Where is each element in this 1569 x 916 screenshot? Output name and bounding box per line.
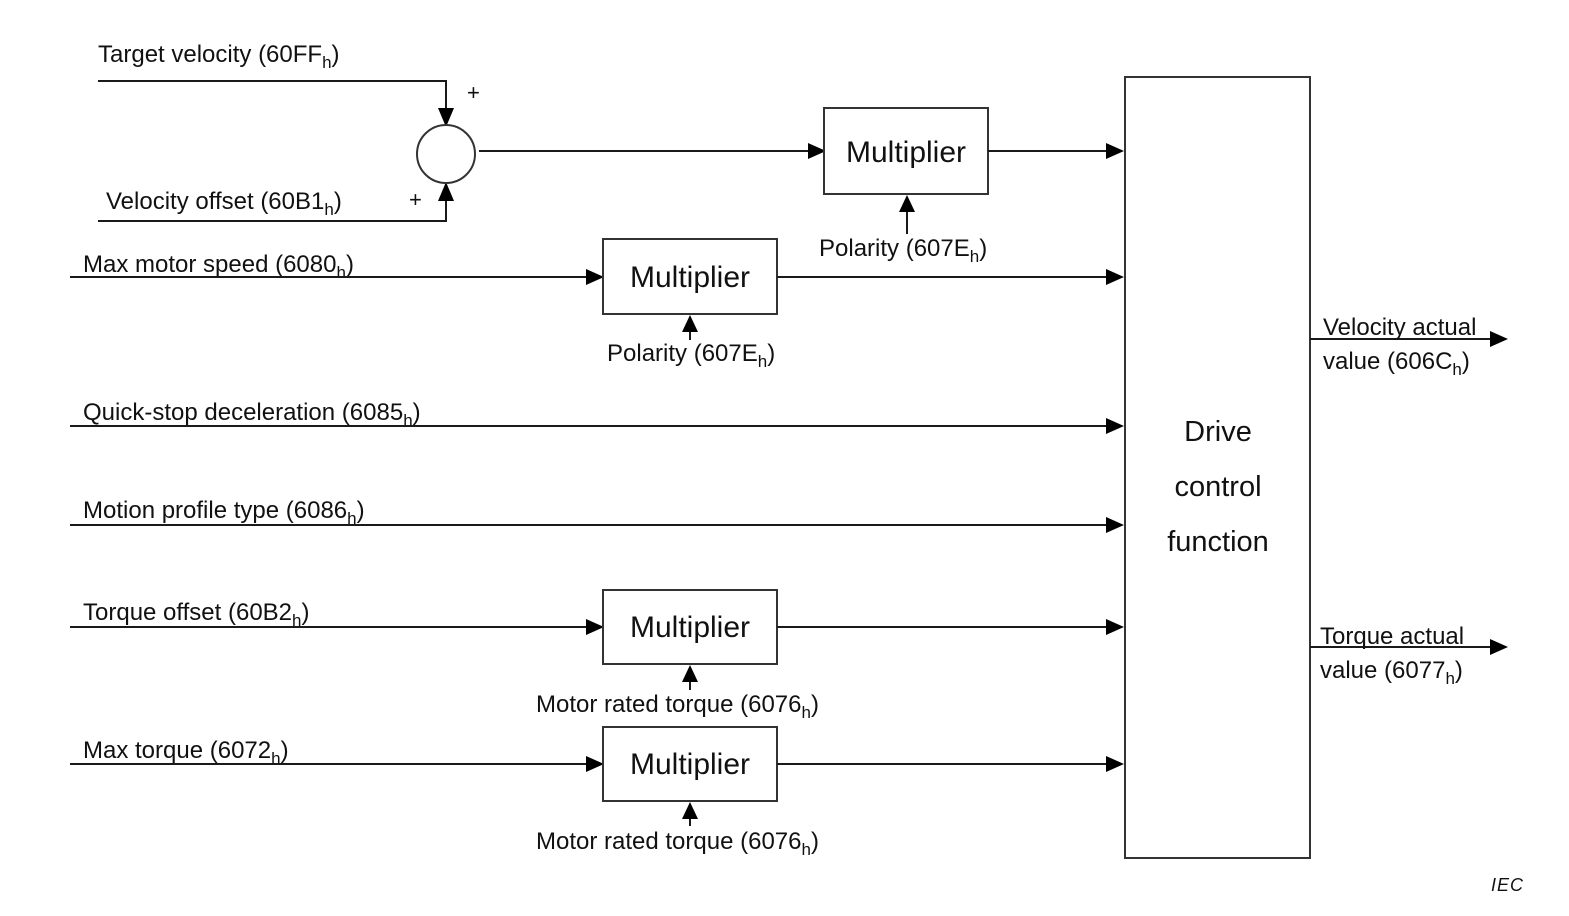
polarity-label: Polarity (607Eh) xyxy=(607,340,775,371)
plus-sign-top: + xyxy=(467,80,480,105)
arrow-head-icon xyxy=(586,756,604,772)
polarity-label: Polarity (607Eh) xyxy=(819,235,987,266)
arrow-head-icon xyxy=(586,619,604,635)
arrow-head-icon xyxy=(899,195,915,212)
motion-profile-type-label: Motion profile type (6086h) xyxy=(83,497,365,528)
arrow-head-icon xyxy=(682,315,698,332)
target-velocity-label: Target velocity (60FFh) xyxy=(98,41,340,72)
drive-control-box xyxy=(1124,76,1311,859)
quick-stop-deceleration-label: Quick-stop deceleration (6085h) xyxy=(83,399,421,430)
drive-control-function-block: Drive control function xyxy=(1124,76,1311,859)
motion-profile-type-signal: Motion profile type (6086h) xyxy=(70,497,1124,533)
arrow-head-icon xyxy=(808,143,826,159)
velocity-offset-line xyxy=(98,200,447,222)
arrow-head-icon xyxy=(1490,639,1508,655)
torque-actual-label-line1: Torque actual xyxy=(1320,623,1464,650)
multiplier-box xyxy=(823,107,989,195)
torque-actual-output: Torque actual value (6077h) xyxy=(1310,623,1508,688)
max-motor-speed-label: Max motor speed (6080h) xyxy=(83,251,354,282)
plus-sign-bottom: + xyxy=(409,187,422,212)
arrow-head-icon xyxy=(438,108,454,127)
arrow-head-icon xyxy=(682,802,698,819)
multiplier-box xyxy=(602,238,778,315)
quick-stop-deceleration-signal: Quick-stop deceleration (6085h) xyxy=(70,399,1124,434)
arrow-head-icon xyxy=(1106,517,1124,533)
target-velocity-line xyxy=(98,80,447,110)
arrow-head-icon xyxy=(586,269,604,285)
max-torque-signal: Max torque (6072h) Multiplier Motor rate… xyxy=(70,726,1124,859)
max-torque-label: Max torque (6072h) xyxy=(83,737,289,768)
arrow-head-icon xyxy=(1106,269,1124,285)
drive-control-line3: function xyxy=(1167,526,1269,558)
iec-footer-label: IEC xyxy=(1491,875,1524,895)
velocity-offset-label: Velocity offset (60B1h) xyxy=(106,188,342,219)
multiplier-label: Multiplier xyxy=(630,611,750,644)
multiplier-label: Multiplier xyxy=(846,136,966,169)
multiplier-block-velocity: Multiplier Polarity (607Eh) xyxy=(819,107,1124,266)
velocity-offset-signal: Velocity offset (60B1h) + xyxy=(98,182,454,222)
drive-control-line2: control xyxy=(1174,471,1261,503)
arrow-head-icon xyxy=(438,182,454,201)
velocity-actual-output: Velocity actual value (606Ch) xyxy=(1310,314,1508,379)
velocity-actual-label-line1: Velocity actual xyxy=(1323,314,1476,341)
arrow-head-icon xyxy=(1106,418,1124,434)
multiplier-label: Multiplier xyxy=(630,748,750,781)
arrow-head-icon xyxy=(1490,331,1508,347)
velocity-actual-label-line2: value (606Ch) xyxy=(1323,348,1470,379)
multiplier-box xyxy=(602,589,778,665)
drive-control-line1: Drive xyxy=(1184,416,1252,448)
multiplier-label: Multiplier xyxy=(630,261,750,294)
max-motor-speed-signal: Max motor speed (6080h) Multiplier Polar… xyxy=(70,238,1124,371)
arrow-head-icon xyxy=(682,665,698,682)
target-velocity-signal: Target velocity (60FFh) + xyxy=(98,41,480,127)
arrow-head-icon xyxy=(1106,756,1124,772)
summing-junction xyxy=(416,124,476,184)
arrow-head-icon xyxy=(1106,619,1124,635)
arrow-head-icon xyxy=(1106,143,1124,159)
torque-actual-label-line2: value (6077h) xyxy=(1320,657,1463,688)
torque-offset-signal: Torque offset (60B2h) Multiplier Motor r… xyxy=(70,589,1124,722)
motor-rated-torque-label: Motor rated torque (6076h) xyxy=(536,691,819,722)
motor-rated-torque-label: Motor rated torque (6076h) xyxy=(536,828,819,859)
torque-offset-label: Torque offset (60B2h) xyxy=(83,599,310,630)
